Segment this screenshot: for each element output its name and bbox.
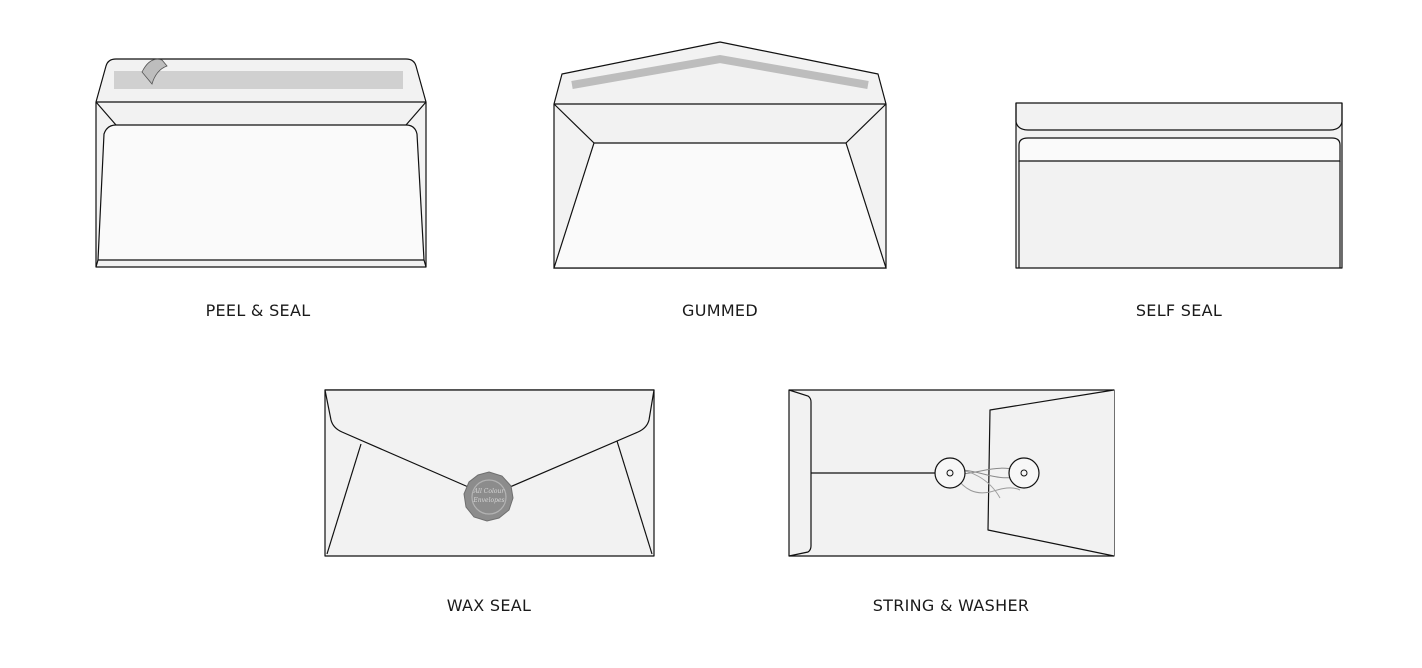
wax-seal: All Colour Envelopes [463,471,514,522]
gummed-envelope-icon [553,41,887,269]
left-washer [934,457,966,489]
wax-seal-label: WAX SEAL [446,596,532,615]
gum-strip [571,54,869,89]
peel-and-seal-envelope-icon [95,58,427,268]
seal-text-line-2: Envelopes [472,497,504,504]
wax-seal-envelope-icon: All Colour Envelopes [324,389,655,557]
right-washer [1008,457,1040,489]
string-and-washer-envelope-icon [788,389,1115,557]
self-seal-label: SELF SEAL [1135,301,1223,320]
seal-text-line-1: All Colour [473,488,506,495]
string-and-washer-label: STRING & WASHER [872,596,1030,615]
peel-tab [141,58,168,85]
adhesive-strip [114,71,403,89]
self-seal-envelope-icon [1015,102,1343,269]
gummed-label: GUMMED [682,301,758,320]
peel-and-seal-label: PEEL & SEAL [205,301,311,320]
